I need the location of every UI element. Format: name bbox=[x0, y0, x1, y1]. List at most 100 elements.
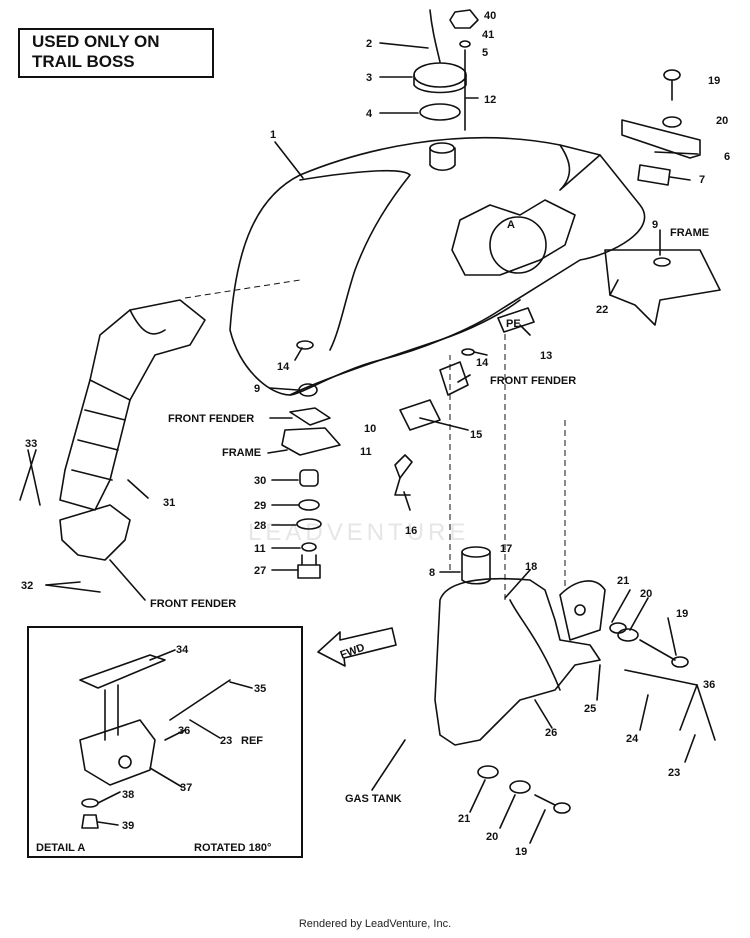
bolt-16 bbox=[394, 454, 413, 479]
fender-bottom-lip bbox=[289, 299, 521, 396]
fwd-arrow bbox=[317, 627, 397, 667]
part-number-2: 2 bbox=[366, 38, 372, 50]
part-number-24: 24 bbox=[626, 733, 639, 745]
part-number-25: 25 bbox=[584, 703, 596, 715]
part-number-27: 27 bbox=[254, 565, 266, 577]
tank-bracket bbox=[559, 580, 606, 641]
part-number-20-right: 20 bbox=[640, 588, 652, 600]
frame-right bbox=[604, 249, 721, 326]
frame-label-right: FRAME bbox=[670, 227, 709, 239]
part-number-20-top: 20 bbox=[716, 115, 728, 127]
fender-body bbox=[229, 136, 646, 396]
watermark: LEADVENTURE bbox=[248, 519, 469, 546]
bolt-27 bbox=[297, 554, 321, 579]
part-number-29: 29 bbox=[254, 500, 266, 512]
frame-label-center: FRAME bbox=[222, 447, 261, 459]
fuel-line-26 bbox=[509, 599, 561, 691]
vent-line-2 bbox=[429, 9, 441, 63]
hose-35 bbox=[169, 679, 231, 721]
part-number-22: 22 bbox=[596, 304, 608, 316]
fwd-label: FWD bbox=[339, 642, 367, 662]
part-number-13: 13 bbox=[540, 350, 552, 362]
part-number-7: 7 bbox=[699, 174, 705, 186]
part-number-23: 23 bbox=[668, 767, 680, 779]
part-number-16: 16 bbox=[405, 525, 417, 537]
gas-tank-label: GAS TANK bbox=[345, 793, 402, 805]
part-number-12: 12 bbox=[484, 94, 496, 106]
part-number-33: 33 bbox=[25, 438, 37, 450]
front-fender-label-center: FRONT FENDER bbox=[168, 413, 254, 425]
part-number-15: 15 bbox=[470, 429, 482, 441]
trail-boss-notice: USED ONLY ON TRAIL BOSS bbox=[18, 28, 214, 78]
part-number-36-detail: 36 bbox=[178, 725, 190, 737]
part-number-19-right: 19 bbox=[676, 608, 688, 620]
pe-tag-13 bbox=[497, 307, 535, 333]
part-number-36: 36 bbox=[703, 679, 715, 691]
part-number-32: 32 bbox=[21, 580, 33, 592]
part-number-35: 35 bbox=[254, 683, 266, 695]
ref-label: REF bbox=[241, 735, 263, 747]
tank-filler-17 bbox=[461, 551, 491, 585]
bracket-6 bbox=[621, 119, 701, 159]
footer-credit: Rendered by LeadVenture, Inc. bbox=[298, 918, 452, 930]
part-number-21-right: 21 bbox=[617, 575, 629, 587]
part-number-11-lower: 11 bbox=[254, 543, 266, 555]
part-number-14-left: 14 bbox=[277, 361, 290, 373]
front-fender-lower bbox=[59, 504, 131, 561]
part-number-31: 31 bbox=[163, 497, 175, 509]
part-number-11-middle: 11 bbox=[360, 446, 372, 458]
part-number-40: 40 bbox=[484, 10, 496, 22]
tank-cap-3 bbox=[413, 62, 467, 88]
front-fender-pad bbox=[289, 407, 331, 426]
part-number-18: 18 bbox=[525, 561, 537, 573]
spacer-30 bbox=[299, 469, 319, 487]
part-number-19-top: 19 bbox=[708, 75, 720, 87]
detail-a-marker: A bbox=[507, 219, 515, 231]
part-number-5: 5 bbox=[482, 47, 488, 59]
filler-neck bbox=[429, 147, 456, 172]
notice-line-2: TRAIL BOSS bbox=[32, 52, 135, 71]
part-number-34: 34 bbox=[176, 644, 189, 656]
part-number-17: 17 bbox=[500, 543, 512, 555]
front-fender-label-right: FRONT FENDER bbox=[490, 375, 576, 387]
part-number-38: 38 bbox=[122, 789, 134, 801]
gas-tank bbox=[434, 577, 601, 746]
frame-support-31 bbox=[59, 299, 206, 511]
part-number-30: 30 bbox=[254, 475, 266, 487]
part-number-8: 8 bbox=[429, 567, 435, 579]
bracket-15a bbox=[399, 399, 441, 431]
front-fender-label-left: FRONT FENDER bbox=[150, 598, 236, 610]
detail-plate-34 bbox=[79, 654, 166, 689]
frame-pad bbox=[281, 427, 341, 456]
part-number-6: 6 bbox=[724, 151, 730, 163]
part-number-39: 39 bbox=[122, 820, 134, 832]
part-number-20-bottom: 20 bbox=[486, 831, 498, 843]
part-number-21-bottom: 21 bbox=[458, 813, 470, 825]
part-number-9-center: 9 bbox=[254, 383, 260, 395]
part-number-1: 1 bbox=[270, 129, 276, 141]
part-number-10: 10 bbox=[364, 423, 376, 435]
detail-a-rotation: ROTATED 180° bbox=[194, 842, 271, 854]
part-number-37: 37 bbox=[180, 782, 192, 794]
part-number-9-right: 9 bbox=[652, 219, 658, 231]
part-number-28: 28 bbox=[254, 520, 266, 532]
part-number-14-right: 14 bbox=[476, 357, 489, 369]
insulator-7 bbox=[637, 164, 671, 186]
part-number-4: 4 bbox=[366, 108, 373, 120]
part-number-19-bottom: 19 bbox=[515, 846, 527, 858]
knob-40 bbox=[449, 9, 479, 29]
part-number-26: 26 bbox=[545, 727, 557, 739]
part-number-41: 41 bbox=[482, 29, 494, 41]
part-number-3: 3 bbox=[366, 72, 372, 84]
detail-a-title: DETAIL A bbox=[36, 842, 85, 854]
notice-line-1: USED ONLY ON bbox=[32, 32, 160, 51]
pe-tag-label: PE bbox=[506, 318, 521, 330]
fender-cutaway bbox=[451, 199, 576, 276]
part-number-23-detail: 23 bbox=[220, 735, 232, 747]
detail-a-inset bbox=[27, 626, 303, 858]
gasket-4 bbox=[419, 103, 461, 121]
bracket-15b bbox=[439, 361, 469, 396]
detail-a-circle bbox=[489, 216, 547, 274]
fender-right-edge bbox=[559, 144, 601, 191]
